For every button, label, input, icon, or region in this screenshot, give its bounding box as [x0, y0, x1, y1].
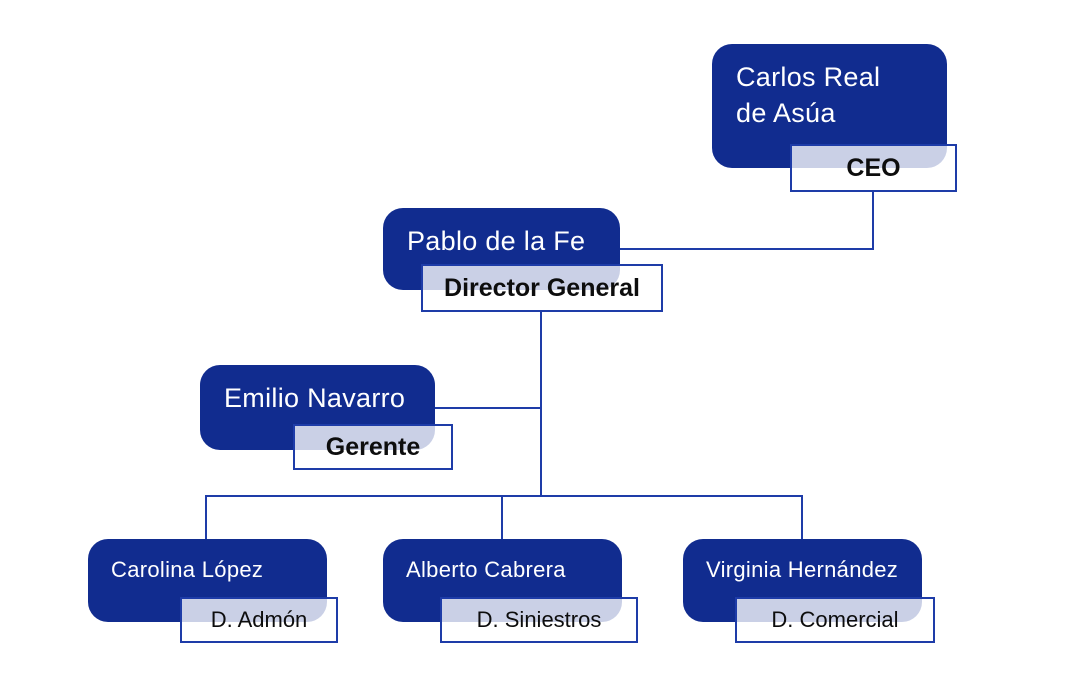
role-title: D. Comercial	[771, 607, 899, 632]
person-name: Carolina López	[88, 539, 327, 584]
connector-line-director-general-to-bottom-row	[801, 495, 803, 539]
person-name: Pablo de la Fe	[383, 208, 620, 259]
role-label-ceo: CEO	[790, 144, 957, 192]
connector-line-director-general-to-bottom-row	[205, 495, 803, 497]
connector-line-director-general-to-gerente	[435, 407, 542, 409]
person-name-line: Carolina López	[111, 557, 264, 582]
role-label-gerente: Gerente	[293, 424, 453, 470]
role-label-director-general: Director General	[421, 264, 663, 312]
connector-line-ceo-to-director-general	[620, 248, 874, 250]
role-label-d-admon: D. Admón	[180, 597, 338, 643]
connector-line-ceo-to-director-general	[872, 192, 874, 250]
person-name-line: Pablo de la Fe	[407, 226, 586, 256]
role-title: CEO	[846, 153, 901, 182]
person-name-line: Emilio Navarro	[224, 383, 406, 413]
role-title: Gerente	[325, 432, 421, 461]
person-name-line: de Asúa	[736, 98, 836, 128]
person-name: Virginia Hernández	[683, 539, 922, 584]
person-name-line: Carlos Real	[736, 62, 881, 92]
connector-line-director-general-to-bottom-row	[205, 495, 207, 539]
role-title: D. Siniestros	[476, 607, 602, 632]
role-label-d-comercial: D. Comercial	[735, 597, 935, 643]
person-name-line: Alberto Cabrera	[406, 557, 566, 582]
person-name: Alberto Cabrera	[383, 539, 622, 584]
person-name: Carlos Real de Asúa	[712, 44, 947, 131]
connector-line-director-general-to-subordinates-trunk	[540, 312, 542, 497]
role-title: D. Admón	[210, 607, 308, 632]
connector-line-director-general-to-bottom-row	[501, 495, 503, 539]
person-name: Emilio Navarro	[200, 365, 435, 416]
role-label-d-siniestros: D. Siniestros	[440, 597, 638, 643]
role-title: Director General	[444, 273, 640, 302]
person-name-line: Virginia Hernández	[706, 557, 899, 582]
